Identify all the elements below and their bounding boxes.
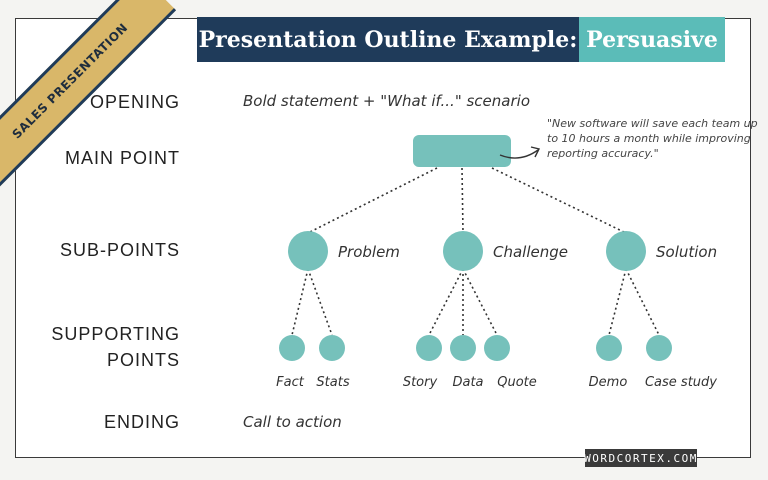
connector-sub-to-supporting xyxy=(307,268,333,336)
sub-point-node xyxy=(288,231,328,271)
ending-text: Call to action xyxy=(243,413,342,431)
connector-main-to-sub xyxy=(461,167,464,234)
connector-main-to-sub xyxy=(307,167,438,234)
connector-sub-to-supporting xyxy=(291,268,309,336)
sub-point-label: Problem xyxy=(338,243,400,261)
label-opening: OPENING xyxy=(89,92,180,112)
connector-sub-to-supporting xyxy=(608,268,627,336)
supporting-label: Data xyxy=(452,375,483,390)
label-supporting-line2: POINTS xyxy=(106,350,180,370)
label-ending: ENDING xyxy=(103,412,180,432)
supporting-label: Demo xyxy=(589,375,628,390)
sub-point-node xyxy=(443,231,483,271)
label-supporting-line1: SUPPORTING xyxy=(51,324,180,344)
title-bar: Presentation Outline Example: Persuasive xyxy=(197,17,725,62)
supporting-node xyxy=(450,335,476,361)
connector-main-to-sub xyxy=(491,167,627,234)
supporting-node xyxy=(279,335,305,361)
connector-sub-to-supporting xyxy=(462,268,498,336)
sub-point-label: Challenge xyxy=(493,243,568,261)
supporting-node xyxy=(416,335,442,361)
connector-sub-to-supporting xyxy=(625,268,660,336)
sub-point-node xyxy=(606,231,646,271)
connector-sub-to-supporting xyxy=(428,268,464,336)
title-accent: Persuasive xyxy=(579,17,725,62)
supporting-node xyxy=(484,335,510,361)
main-point-node xyxy=(413,135,511,167)
main-point-note: "New software will save each team up to … xyxy=(547,117,758,160)
supporting-label: Fact xyxy=(276,375,305,390)
supporting-label: Case study xyxy=(645,375,717,390)
footer-badge: WORDCORTEX.COM xyxy=(584,449,697,467)
supporting-node xyxy=(646,335,672,361)
opening-text: Bold statement + "What if..." scenario xyxy=(243,92,530,110)
supporting-label: Quote xyxy=(497,375,537,390)
supporting-label: Story xyxy=(403,375,438,390)
supporting-node xyxy=(596,335,622,361)
note-arrow-head xyxy=(530,146,541,158)
label-sub-points: SUB-POINTS xyxy=(59,240,180,260)
supporting-node xyxy=(319,335,345,361)
sub-point-label: Solution xyxy=(656,243,717,261)
title-main: Presentation Outline Example: xyxy=(197,17,579,62)
note-arrow xyxy=(499,149,539,159)
supporting-label: Stats xyxy=(316,375,349,390)
label-main-point: MAIN POINT xyxy=(64,148,180,168)
